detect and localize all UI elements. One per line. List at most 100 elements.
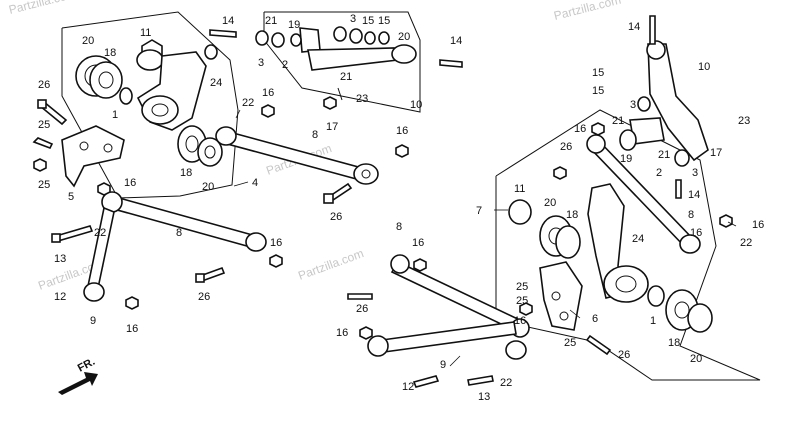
callout: 21 xyxy=(612,115,624,127)
callout: 13 xyxy=(478,391,490,403)
cotter-pin xyxy=(337,87,343,101)
callout: 14 xyxy=(450,35,462,47)
callout: 22 xyxy=(242,97,254,109)
wheel-bearing xyxy=(75,55,123,99)
callout: 8 xyxy=(396,221,402,233)
callout: 25 xyxy=(38,179,50,191)
callout: 20 xyxy=(690,353,702,365)
callout: 18 xyxy=(566,209,578,221)
callout: 14 xyxy=(222,15,234,27)
group-outline-left xyxy=(61,11,239,199)
callout: 16 xyxy=(270,237,282,249)
bracket-6 xyxy=(539,261,583,331)
bolt xyxy=(37,99,68,126)
callout: 20 xyxy=(398,31,410,43)
control-rod-right xyxy=(586,134,701,254)
callout: 26 xyxy=(330,211,342,223)
watermark: Partzilla.com xyxy=(296,246,365,283)
nut xyxy=(97,104,409,310)
callout: 15 xyxy=(362,15,374,27)
callout: 26 xyxy=(356,303,368,315)
callout: 21 xyxy=(265,15,277,27)
callout: 26 xyxy=(198,291,210,303)
bearing-lower xyxy=(177,125,223,167)
callout: 8 xyxy=(688,209,694,221)
callout: 20 xyxy=(82,35,94,47)
upper-arm-top xyxy=(255,26,417,71)
bolt xyxy=(32,137,54,150)
callout: 18 xyxy=(180,167,192,179)
callout: 19 xyxy=(620,153,632,165)
callout: 5 xyxy=(68,191,74,203)
callout: 21 xyxy=(340,71,352,83)
callout: 17 xyxy=(326,121,338,133)
callout: 16 xyxy=(336,327,348,339)
callout: 12 xyxy=(54,291,66,303)
callout: 14 xyxy=(628,21,640,33)
callout: 7 xyxy=(476,205,482,217)
callout: 16 xyxy=(752,219,764,231)
callout: 1 xyxy=(650,315,656,327)
bolt xyxy=(323,182,353,204)
nut xyxy=(323,96,337,110)
callout: 3 xyxy=(258,57,264,69)
front-direction-label: FR. xyxy=(76,356,97,375)
trailing-link-left xyxy=(83,206,115,302)
ball-joint xyxy=(136,39,164,71)
callout: 21 xyxy=(658,149,670,161)
callout: 12 xyxy=(402,381,414,393)
callout: 16 xyxy=(412,237,424,249)
control-rod-upper xyxy=(215,126,379,185)
callout: 15 xyxy=(592,67,604,79)
callout: 25 xyxy=(516,295,528,307)
knuckle-bracket xyxy=(119,44,218,131)
callout: 20 xyxy=(202,181,214,193)
knuckle-right xyxy=(508,183,713,333)
callout: 11 xyxy=(514,183,525,195)
callout: 15 xyxy=(378,15,390,27)
bolt xyxy=(347,293,612,388)
callout: 3 xyxy=(692,167,698,179)
callout: 15 xyxy=(592,85,604,97)
callout: 26 xyxy=(618,349,630,361)
callout: 16 xyxy=(574,123,586,135)
bolt xyxy=(649,15,682,199)
bolt xyxy=(195,266,226,283)
callout: 18 xyxy=(104,47,116,59)
callout: 2 xyxy=(656,167,662,179)
control-rod-lower-left xyxy=(101,191,267,252)
trailing-link-center xyxy=(367,321,527,360)
nut xyxy=(33,158,47,172)
callout: 9 xyxy=(440,359,446,371)
nut xyxy=(359,258,533,340)
callout: 9 xyxy=(90,315,96,327)
callout: 8 xyxy=(312,129,318,141)
callout: 23 xyxy=(738,115,750,127)
callout: 19 xyxy=(288,19,300,31)
callout: 11 xyxy=(140,27,151,39)
callout: 18 xyxy=(668,337,680,349)
callout: 22 xyxy=(94,227,106,239)
mount-bracket xyxy=(61,125,125,188)
callout: 3 xyxy=(350,13,356,25)
callout: 10 xyxy=(410,99,422,111)
callout: 25 xyxy=(564,337,576,349)
callout: 16 xyxy=(690,227,702,239)
upper-arm-right xyxy=(619,40,709,167)
callout: 14 xyxy=(688,189,700,201)
callout: 24 xyxy=(210,77,222,89)
callout: 10 xyxy=(698,61,710,73)
bolt xyxy=(209,29,463,68)
callout: 25 xyxy=(38,119,50,131)
callout: 25 xyxy=(516,281,528,293)
callout: 3 xyxy=(630,99,636,111)
callout: 4 xyxy=(252,177,258,189)
callout: 23 xyxy=(356,93,368,105)
callout: 16 xyxy=(262,87,274,99)
callout: 6 xyxy=(592,313,598,325)
callout: 24 xyxy=(632,233,644,245)
callout: 16 xyxy=(124,177,136,189)
callout: 26 xyxy=(38,79,50,91)
